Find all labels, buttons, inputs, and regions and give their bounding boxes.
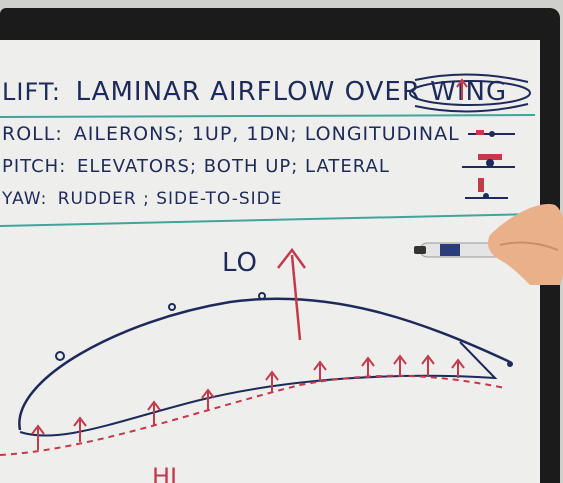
line-pitch: PITCH: ELEVATORS; BOTH UP; LATERAL xyxy=(2,156,390,177)
line-lift: LIFT: LAMINAR AIRFLOW OVER WING xyxy=(2,77,507,107)
roll-sketch-icon xyxy=(468,130,515,137)
hand xyxy=(488,204,563,285)
divider-top xyxy=(0,114,536,118)
airflow-line-lower xyxy=(0,374,506,456)
high-pressure-label: HI xyxy=(152,463,177,483)
yaw-sketch-icon xyxy=(465,178,508,199)
lift-arrow xyxy=(290,254,302,341)
line-yaw: YAW: RUDDER ; SIDE-TO-SIDE xyxy=(1,189,282,209)
airfoil-diagram: LO HI xyxy=(0,247,513,483)
airfoil-upper-surface xyxy=(18,297,511,431)
pressure-arrows xyxy=(31,354,465,450)
airflow-sketch-icon xyxy=(409,73,531,113)
pitch-sketch-icon xyxy=(462,154,515,168)
airfoil-lower-surface xyxy=(19,341,498,437)
divider-bottom xyxy=(0,213,536,227)
line-roll: ROLL: AILERONS; 1UP, 1DN; LONGITUDINAL xyxy=(2,123,460,145)
low-pressure-label: LO xyxy=(222,248,258,278)
whiteboard xyxy=(0,40,540,483)
